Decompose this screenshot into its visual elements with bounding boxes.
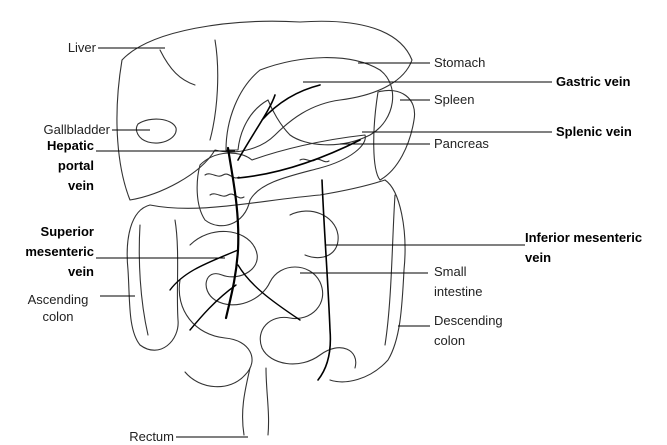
label-pancreas: Pancreas	[434, 135, 489, 152]
label-small-intestine: Small intestine	[434, 263, 482, 300]
label-gastric-vein: Gastric vein	[556, 73, 630, 90]
ascending-colon-shape	[127, 205, 178, 350]
stomach-shape	[226, 58, 393, 150]
label-liver: Liver	[30, 39, 96, 56]
label-stomach: Stomach	[434, 54, 485, 71]
label-inferior-mesenteric-vein: Inferior mesenteric vein	[525, 229, 642, 266]
label-splenic-vein: Splenic vein	[556, 123, 632, 140]
label-gallbladder: Gallbladder	[8, 121, 110, 138]
label-hepatic-portal-vein: Hepatic portal vein	[14, 137, 94, 194]
small-intestine-shape	[190, 231, 356, 368]
label-superior-mesenteric-vein: Superior mesenteric vein	[4, 223, 94, 280]
label-descending-colon: Descending colon	[434, 312, 503, 349]
spleen-shape	[374, 90, 415, 180]
label-ascending-colon: Ascending colon	[18, 291, 98, 325]
gallbladder-shape	[136, 119, 176, 143]
rectum-shape	[243, 368, 269, 435]
label-rectum: Rectum	[100, 428, 174, 445]
label-spleen: Spleen	[434, 91, 474, 108]
